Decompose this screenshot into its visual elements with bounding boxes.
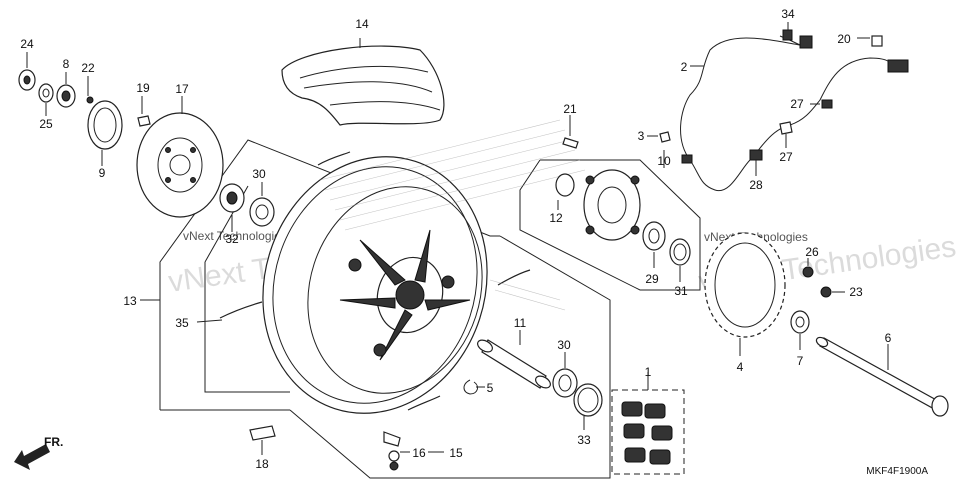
callout-3: 3 (638, 129, 645, 143)
assembly-outline-13 (140, 139, 611, 479)
clamp-27-lower (779, 121, 793, 148)
clamp-28 (749, 149, 763, 176)
rear-wheel-rim (262, 156, 488, 414)
bolt-19 (137, 96, 151, 127)
callout-30-upper: 30 (252, 167, 266, 181)
callout-34: 34 (781, 7, 795, 21)
oil-seal-33 (573, 383, 603, 430)
callout-28: 28 (749, 178, 763, 192)
callout-23: 23 (849, 285, 863, 299)
balance-weight-upper (317, 151, 531, 411)
oil-seal-8 (56, 72, 76, 108)
callout-24: 24 (20, 37, 34, 51)
collar-24 (18, 52, 36, 91)
callout-33: 33 (577, 433, 591, 447)
callout-6: 6 (885, 331, 892, 345)
part-callouts: 1 2 3 4 5 6 7 8 9 10 11 12 13 14 15 16 1… (20, 7, 891, 471)
sprocket-4 (704, 232, 786, 356)
callout-14: 14 (355, 17, 369, 31)
clamp-34 (782, 22, 813, 49)
callout-2: 2 (681, 60, 688, 74)
driven-flange (583, 169, 641, 241)
callout-17: 17 (175, 82, 189, 96)
pulser-ring-9 (87, 100, 123, 166)
callout-15: 15 (449, 446, 463, 460)
hatch-lines (319, 119, 586, 311)
clip-3 (647, 131, 671, 143)
callout-32: 32 (225, 232, 239, 246)
nut-23 (820, 286, 845, 298)
axle-6 (815, 336, 949, 417)
bearing-30-upper (249, 182, 275, 227)
assembly-outline-10 (519, 159, 701, 291)
bearing-30-lower (552, 352, 578, 398)
sensor-harness-2 (680, 35, 894, 192)
front-arrow-label: FR. (44, 435, 63, 449)
balance-weight-35 (196, 301, 263, 323)
callout-22: 22 (81, 61, 95, 75)
callout-16: 16 (412, 446, 426, 460)
callout-9: 9 (99, 166, 106, 180)
front-arrow-icon: FR. (14, 435, 63, 470)
collar-7 (790, 310, 810, 350)
tire-14 (281, 38, 445, 126)
callout-12: 12 (549, 211, 563, 225)
sensor-20 (857, 35, 909, 73)
callout-7: 7 (797, 354, 804, 368)
callout-30-lower: 30 (557, 338, 571, 352)
callout-29: 29 (645, 272, 659, 286)
bolt-22 (86, 76, 94, 104)
callout-27-upper: 27 (790, 97, 804, 111)
callout-20: 20 (837, 32, 851, 46)
callout-21: 21 (563, 102, 577, 116)
valve-cap-18 (249, 425, 276, 455)
callout-11: 11 (514, 316, 527, 330)
bearing-29 (642, 221, 666, 268)
diagram-reference-code: MKF4F1900A (866, 466, 928, 477)
bolt-21 (562, 115, 579, 149)
clamp-27-upper (810, 99, 833, 109)
harness-grommet (681, 154, 693, 164)
damper-rubbers-1 (621, 372, 673, 465)
callout-31: 31 (674, 284, 688, 298)
callout-35: 35 (175, 316, 189, 330)
callout-13: 13 (123, 294, 137, 308)
callout-25: 25 (39, 117, 53, 131)
callout-1: 1 (645, 365, 652, 379)
collar-12 (555, 173, 575, 210)
watermark-left-small: vNext Technologies (183, 229, 287, 243)
clip-5 (463, 379, 485, 395)
callout-18: 18 (255, 457, 269, 471)
callout-19: 19 (136, 81, 150, 95)
washer-25 (38, 83, 54, 116)
callout-5: 5 (487, 381, 494, 395)
callout-10: 10 (657, 154, 671, 168)
callout-4: 4 (737, 360, 744, 374)
valve-16 (383, 431, 444, 471)
callout-26: 26 (805, 245, 819, 259)
brake-disc-17 (136, 96, 224, 218)
bearing-32 (219, 183, 245, 232)
callout-8: 8 (63, 57, 70, 71)
nut-26 (802, 258, 814, 278)
collar-11 (477, 330, 551, 389)
callout-27-lower: 27 (779, 150, 793, 164)
oil-seal-31 (669, 238, 691, 282)
